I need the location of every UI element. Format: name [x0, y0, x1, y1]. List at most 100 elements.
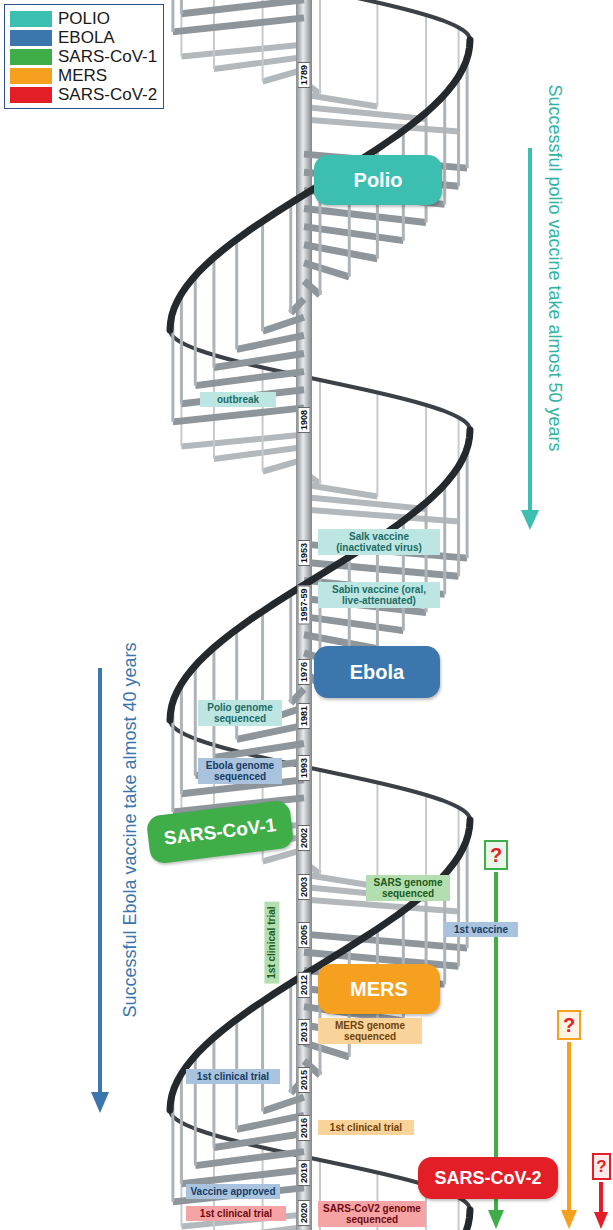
event-text: 1st clinical trial — [322, 1122, 410, 1133]
baluster — [466, 448, 469, 558]
year-label: 2002 — [298, 825, 311, 851]
event-text: 1st clinical trial — [190, 1208, 282, 1219]
year-label: 2012 — [298, 972, 311, 998]
year-label: 1976 — [298, 659, 311, 685]
stair-step — [181, 435, 304, 447]
legend-swatch — [10, 49, 52, 65]
virus-name: SARS-CoV-1 — [163, 814, 278, 850]
stair-step — [304, 209, 426, 223]
virus-name: MERS — [350, 978, 408, 1001]
polio-arrow — [528, 148, 532, 512]
year-label: 1953 — [298, 540, 311, 566]
stair-step — [304, 281, 320, 295]
arrow-head — [594, 1212, 608, 1229]
stair-step — [304, 1043, 349, 1057]
handrail — [170, 430, 470, 720]
legend-text: SARS-CoV-1 — [58, 48, 157, 65]
baluster — [262, 368, 264, 472]
event-tag: SARS genome sequenced — [366, 875, 450, 901]
baluster — [425, 15, 427, 119]
handrail — [170, 40, 470, 330]
stair-step — [237, 725, 304, 739]
baluster — [458, 1198, 460, 1230]
legend-text: POLIO — [58, 10, 110, 27]
stair-step — [173, 408, 304, 422]
baluster — [457, 856, 460, 966]
question-mark: ? — [490, 844, 502, 867]
virus-name: Polio — [354, 169, 403, 192]
event-text: outbreak — [204, 394, 272, 405]
baluster — [180, 294, 183, 404]
event-tag: 1st clinical trial — [264, 902, 279, 984]
virus-pill: Polio — [314, 155, 442, 205]
stair-step — [181, 45, 304, 57]
legend-text: SARS-CoV-2 — [58, 86, 157, 103]
year-label: 1789 — [298, 62, 311, 88]
arrow-head — [91, 1092, 109, 1113]
baluster — [376, 3, 378, 107]
baluster — [194, 666, 197, 776]
event-tag: SARS-CoV2 genome sequenced — [318, 1201, 426, 1227]
virus-pill: Ebola — [314, 646, 440, 698]
baluster — [457, 466, 460, 576]
year-label: 2015 — [298, 1067, 311, 1093]
virus-name: SARS-CoV-2 — [434, 1168, 541, 1189]
baluster — [180, 0, 183, 14]
stair-step — [291, 299, 304, 313]
stair-step — [195, 1152, 304, 1166]
stair-step — [214, 354, 304, 368]
ebola-arrow — [98, 668, 102, 1094]
question-mark: ? — [563, 1014, 575, 1037]
baluster — [171, 0, 174, 32]
stair-step — [304, 510, 459, 522]
stair-step — [304, 120, 459, 132]
event-text: Ebola genome sequenced — [202, 760, 278, 782]
stair-step — [304, 95, 377, 107]
handrail — [170, 0, 470, 40]
year-label: 1993 — [298, 755, 311, 781]
stair-step — [214, 1134, 304, 1148]
back-railing — [170, 0, 470, 1230]
arrow-head — [488, 1210, 504, 1229]
event-tag: Salk vaccine (inactivated virus) — [318, 529, 440, 555]
question-box: ? — [484, 840, 508, 870]
stair-step — [195, 372, 304, 386]
arrow-head — [521, 510, 539, 530]
baluster — [466, 58, 469, 168]
stair-step — [263, 317, 304, 331]
stair-step — [304, 107, 426, 119]
baluster — [180, 1074, 183, 1184]
event-text: SARS-CoV2 genome sequenced — [322, 1203, 422, 1225]
legend-text: EBOLA — [58, 29, 115, 46]
event-tag: 1st clinical trial — [186, 1069, 280, 1084]
event-text: Polio genome sequenced — [202, 702, 278, 724]
legend-row: MERS — [10, 66, 158, 85]
baluster — [425, 405, 427, 509]
legend-row: EBOLA — [10, 28, 158, 47]
event-tag: outbreak — [200, 392, 276, 407]
stair-step — [214, 57, 304, 69]
event-text: Salk vaccine (inactivated virus) — [322, 531, 436, 553]
baluster — [319, 770, 321, 874]
year-label: 2020 — [298, 1200, 311, 1226]
stair-step — [214, 447, 304, 459]
stair-step — [181, 1170, 304, 1184]
legend-swatch — [10, 87, 52, 103]
year-label: 2003 — [298, 874, 311, 900]
legend-box: POLIO EBOLA SARS-CoV-1MERSSARS-CoV-2 — [4, 4, 164, 109]
year-label: 2013 — [298, 1019, 311, 1045]
stair-step — [304, 263, 349, 277]
duration-note: Successful polio vaccine take almost 50 … — [544, 84, 565, 451]
legend-row: POLIO — [10, 9, 158, 28]
stair-step — [263, 1097, 304, 1111]
legend-row: SARS-CoV-2 — [10, 85, 158, 104]
event-tag: Polio genome sequenced — [198, 700, 282, 726]
legend-swatch — [10, 68, 52, 84]
stair-step — [304, 485, 377, 497]
year-label: 1957-59 — [298, 585, 311, 624]
virus-pill: MERS — [318, 964, 440, 1014]
stair-step — [304, 245, 377, 259]
event-text: MERS genome sequenced — [322, 1020, 418, 1042]
baluster — [319, 380, 321, 484]
